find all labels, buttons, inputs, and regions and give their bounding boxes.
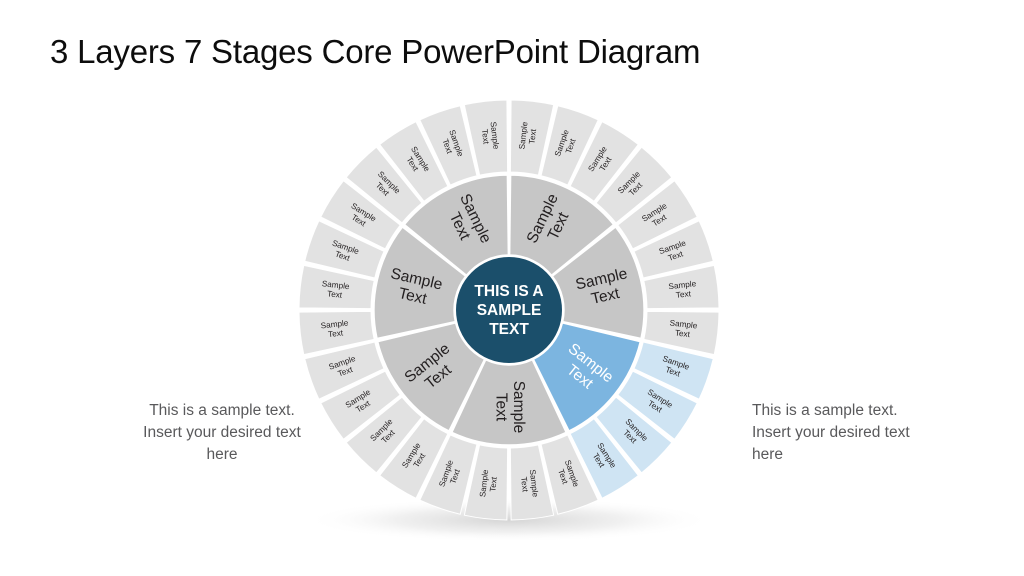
outer-segment-shape[interactable] xyxy=(540,434,599,515)
outer-segment[interactable]: SampleText xyxy=(569,121,639,202)
middle-segment[interactable]: SampleText xyxy=(532,322,642,432)
outer-segment[interactable]: SampleText xyxy=(379,418,449,499)
outer-segment[interactable]: SampleText xyxy=(320,180,401,250)
segment-label: SampleText xyxy=(478,469,499,499)
segment-label: SampleText xyxy=(492,381,527,434)
middle-segment[interactable]: SampleText xyxy=(551,226,645,340)
outer-segment-shape[interactable] xyxy=(320,180,401,250)
outer-segment-shape[interactable] xyxy=(643,310,720,356)
outer-segment-shape[interactable] xyxy=(379,418,449,499)
left-note-text: This is a sample text. Insert your desir… xyxy=(143,402,301,464)
middle-segment[interactable]: SampleText xyxy=(376,322,486,432)
outer-segment[interactable]: SampleText xyxy=(463,444,509,521)
outer-segment-shape[interactable] xyxy=(569,121,639,202)
outer-segment[interactable]: SampleText xyxy=(304,341,385,400)
outer-segment-shape[interactable] xyxy=(643,264,720,310)
outer-segment-shape[interactable] xyxy=(320,370,401,440)
middle-segment-shape[interactable] xyxy=(532,322,642,432)
segment-label: SampleText xyxy=(320,319,350,340)
outer-segment-shape[interactable] xyxy=(617,370,698,440)
outer-segment-shape[interactable] xyxy=(463,444,509,521)
segment-label: SampleText xyxy=(518,469,539,499)
outer-segment-shape[interactable] xyxy=(595,396,673,474)
outer-segment-shape[interactable] xyxy=(540,105,599,186)
outer-segment-shape[interactable] xyxy=(345,146,423,224)
outer-segment-shape[interactable] xyxy=(633,341,714,400)
outer-segment[interactable]: SampleText xyxy=(569,418,639,499)
middle-segment-shape[interactable] xyxy=(403,174,510,277)
segment-label: SampleText xyxy=(320,279,350,300)
outer-segment-shape[interactable] xyxy=(617,180,698,250)
outer-segment[interactable]: SampleText xyxy=(304,220,385,279)
outer-segment[interactable]: SampleText xyxy=(595,396,673,474)
segment-label: SampleText xyxy=(518,121,539,151)
outer-segment[interactable]: SampleText xyxy=(633,220,714,279)
middle-segment-shape[interactable] xyxy=(376,322,486,432)
outer-segment-shape[interactable] xyxy=(633,220,714,279)
outer-segment[interactable]: SampleText xyxy=(419,434,478,515)
wheel-drop-shadow xyxy=(304,498,714,542)
middle-segment-shape[interactable] xyxy=(450,358,568,446)
segment-label: SampleText xyxy=(479,121,500,151)
outer-segment[interactable]: SampleText xyxy=(540,105,599,186)
outer-segment[interactable]: SampleText xyxy=(345,396,423,474)
outer-segment-shape[interactable] xyxy=(463,99,509,176)
outer-segment[interactable]: SampleText xyxy=(320,370,401,440)
outer-segment-shape[interactable] xyxy=(569,418,639,499)
middle-segment[interactable]: SampleText xyxy=(508,174,615,277)
outer-segment-shape[interactable] xyxy=(298,310,375,356)
page-title: 3 Layers 7 Stages Core PowerPoint Diagra… xyxy=(50,33,701,70)
outer-segment[interactable]: SampleText xyxy=(345,146,423,224)
middle-segment-shape[interactable] xyxy=(373,226,467,340)
outer-segment-shape[interactable] xyxy=(304,220,385,279)
outer-segment-shape[interactable] xyxy=(345,396,423,474)
outer-segment[interactable]: SampleText xyxy=(298,310,375,356)
outer-segment[interactable]: SampleText xyxy=(633,341,714,400)
outer-segment-shape[interactable] xyxy=(304,341,385,400)
middle-segment[interactable]: SampleText xyxy=(450,358,568,446)
middle-ring: SampleTextSampleTextSampleTextSampleText… xyxy=(373,174,645,446)
outer-segment-shape[interactable] xyxy=(595,146,673,224)
outer-segment-shape[interactable] xyxy=(419,434,478,515)
middle-segment[interactable]: SampleText xyxy=(403,174,510,277)
right-note-text: This is a sample text. Insert your desir… xyxy=(752,402,910,464)
outer-segment[interactable]: SampleText xyxy=(595,146,673,224)
outer-segment[interactable]: SampleText xyxy=(617,180,698,250)
outer-segment-shape[interactable] xyxy=(298,264,375,310)
outer-segment[interactable]: SampleText xyxy=(298,264,375,310)
outer-segment-shape[interactable] xyxy=(509,444,555,521)
middle-segment-shape[interactable] xyxy=(551,226,645,340)
outer-segment[interactable]: SampleText xyxy=(419,105,478,186)
outer-segment[interactable]: SampleText xyxy=(643,310,720,356)
outer-segment[interactable]: SampleText xyxy=(509,444,555,521)
center-circle[interactable] xyxy=(456,257,562,363)
segment-label: SampleText xyxy=(668,319,698,340)
outer-segment-shape[interactable] xyxy=(419,105,478,186)
middle-segment[interactable]: SampleText xyxy=(373,226,467,340)
outer-segment[interactable]: SampleText xyxy=(540,434,599,515)
outer-segment[interactable]: SampleText xyxy=(509,99,555,176)
outer-segment-shape[interactable] xyxy=(509,99,555,176)
outer-segment[interactable]: SampleText xyxy=(379,121,449,202)
outer-segment[interactable]: SampleText xyxy=(617,370,698,440)
outer-segment-shape[interactable] xyxy=(379,121,449,202)
segment-label: SampleText xyxy=(385,265,444,310)
outer-segment[interactable]: SampleText xyxy=(463,99,509,176)
middle-segment-shape[interactable] xyxy=(508,174,615,277)
segment-label: SampleText xyxy=(668,279,698,300)
outer-segment[interactable]: SampleText xyxy=(643,264,720,310)
